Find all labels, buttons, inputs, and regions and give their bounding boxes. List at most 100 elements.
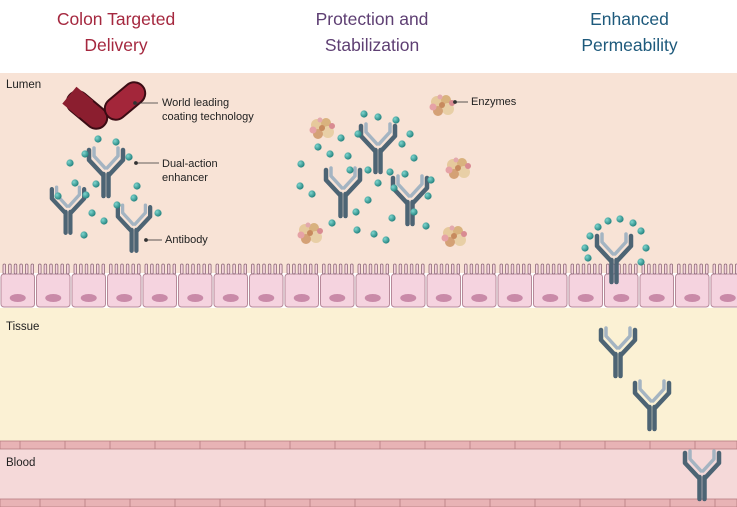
enhancer-dot: [92, 180, 100, 188]
enhancer-dot: [629, 219, 637, 227]
enhancer-dot: [427, 176, 435, 184]
enhancer-dot: [364, 196, 372, 204]
heading-enhanced-permeability: Enhanced Permeability: [522, 6, 737, 58]
epithelial-cell: [142, 263, 177, 308]
enhancer-dot: [133, 182, 141, 190]
enhancer-dot: [586, 232, 594, 240]
enhancer-dot: [616, 215, 624, 223]
enhancer-dot: [66, 159, 74, 167]
coating-line-2: coating technology: [162, 111, 254, 123]
coating-line-1: World leading: [162, 97, 230, 109]
enhancer-dot: [388, 214, 396, 222]
enhancer-dot: [88, 209, 96, 217]
enhancer-dot: [54, 192, 62, 200]
enhancer-dot: [125, 153, 133, 161]
tissue-label: Tissue: [6, 321, 40, 333]
enhancer-dot: [354, 130, 362, 138]
enhancer-dot: [392, 116, 400, 124]
enhancer-dot: [390, 184, 398, 192]
epithelial-cell: [497, 263, 532, 308]
enzymes-callout: Enzymes: [471, 96, 517, 108]
tissue-region: [0, 308, 737, 443]
enhancer-dot: [80, 231, 88, 239]
enhancer-dot: [337, 134, 345, 142]
epithelial-cell: [71, 263, 106, 308]
enhancer-dot: [346, 166, 354, 174]
coating-callout: World leading coating technology: [162, 96, 254, 124]
epithelial-cell: [0, 263, 35, 308]
enhancer-dot: [584, 254, 592, 262]
antibody-callout: Antibody: [165, 234, 208, 246]
epithelial-cell: [675, 263, 710, 308]
enhancer-dot: [382, 236, 390, 244]
enhancer-dot: [100, 217, 108, 225]
heading-line-1: Enhanced: [590, 9, 669, 29]
enhancer-dot: [154, 209, 162, 217]
blood-label: Blood: [6, 457, 36, 469]
epithelial-cell: [36, 263, 71, 308]
enhancer-dot: [82, 191, 90, 199]
enhancer-dot: [296, 182, 304, 190]
enhancer-dot: [374, 113, 382, 121]
blood-region: [0, 443, 737, 507]
enhancer-dot: [328, 219, 336, 227]
lumen-label: Lumen: [6, 79, 42, 91]
enhancer-line-1: Dual-action: [162, 158, 218, 170]
blood-vessel-wall: [0, 440, 737, 507]
enhancer-dot: [326, 150, 334, 158]
epithelial-cell: [568, 263, 603, 308]
enhancer-dot: [352, 208, 360, 216]
enhancer-dot: [374, 179, 382, 187]
heading-protection-stabilization: Protection and Stabilization: [262, 6, 482, 58]
enhancer-dot: [353, 226, 361, 234]
enhancer-dot: [594, 223, 602, 231]
enhancer-dot: [71, 179, 79, 187]
epithelial-cell: [249, 263, 284, 308]
enhancer-dot: [642, 244, 650, 252]
enhancer-dot: [581, 244, 589, 252]
enhancer-dot: [314, 143, 322, 151]
enhancer-dot: [370, 230, 378, 238]
enhancer-dot: [422, 222, 430, 230]
heading-line-1: Colon Targeted: [56, 9, 176, 29]
enhancer-dot: [637, 258, 645, 266]
enhancer-dot: [637, 227, 645, 235]
enhancer-dot: [113, 201, 121, 209]
epithelial-cell: [639, 263, 674, 308]
enhancer-dot: [364, 166, 372, 174]
epithelial-cell: [355, 263, 390, 308]
enhancer-dot: [410, 208, 418, 216]
enhancer-dot: [360, 110, 368, 118]
epithelial-cell: [178, 263, 213, 308]
epithelial-cell: [462, 263, 497, 308]
heading-line-2: Stabilization: [324, 35, 420, 55]
epithelial-cell: [107, 263, 142, 308]
enhancer-dot: [386, 168, 394, 176]
epithelial-cell: [710, 263, 737, 308]
epithelial-cell: [426, 263, 461, 308]
enhancer-dot: [406, 130, 414, 138]
enhancer-dot: [410, 154, 418, 162]
heading-colon-targeted-delivery: Colon Targeted Delivery: [0, 6, 232, 58]
heading-line-2: Permeability: [581, 35, 678, 55]
enhancer-dot: [94, 135, 102, 143]
epithelial-cell: [320, 263, 355, 308]
enhancer-dot: [398, 140, 406, 148]
heading-line-1: Protection and: [315, 9, 429, 29]
enhancer-dot: [424, 192, 432, 200]
enhancer-line-2: enhancer: [162, 172, 208, 184]
coated-capsule-icon: [62, 81, 147, 130]
enhancer-dot: [308, 190, 316, 198]
callout-leaders: [133, 100, 468, 242]
epithelial-cell: [533, 263, 568, 308]
enhancer-callout: Dual-action enhancer: [162, 157, 218, 185]
enhancer-dot: [130, 194, 138, 202]
enhancer-dot: [401, 170, 409, 178]
enhancer-dot: [112, 138, 120, 146]
epithelial-cell: [213, 263, 248, 308]
enhancer-dot: [81, 150, 89, 158]
epithelial-cell: [284, 263, 319, 308]
enhancer-dot: [344, 152, 352, 160]
epithelial-cell: [391, 263, 426, 308]
